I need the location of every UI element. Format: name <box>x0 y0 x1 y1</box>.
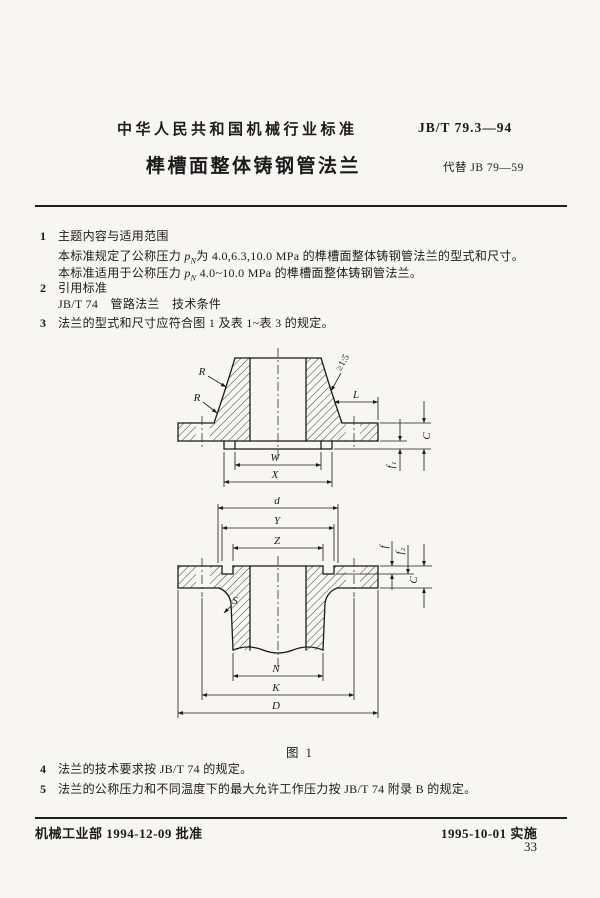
dim-label-W: W <box>270 452 280 464</box>
footer-rule <box>35 817 567 819</box>
section-1-heading: 1 主题内容与适用范围 <box>40 227 169 244</box>
section-3-text: 3 法兰的型式和尺寸应符合图 1 及表 1~表 3 的规定。 <box>40 314 334 331</box>
approval-note: 机械工业部 1994-12-09 批准 <box>35 826 203 841</box>
variable-p: p <box>184 249 191 263</box>
section-1-paragraph-2: 本标准适用于公称压力 pN 4.0~10.0 MPa 的榫槽面整体铸钢管法兰。 <box>58 264 422 282</box>
section-1-title: 主题内容与适用范围 <box>58 229 169 243</box>
figure-caption: 图 1 <box>286 746 314 760</box>
section-2-number: 2 <box>40 281 47 295</box>
page-number: 33 <box>524 839 537 854</box>
figure-1-drawing: R R ≥1:5 L f₁ C W <box>177 348 433 718</box>
variable-p-subscript: N <box>190 256 197 266</box>
paragraph-text: 法兰的公称压力和不同温度下的最大允许工作压力按 JB/T 74 附录 B 的规定… <box>58 782 477 796</box>
groove-flange-section <box>177 556 379 668</box>
variable-p-subscript: N <box>190 273 197 283</box>
section-2-reference: JB/T 74 管路法兰 技术条件 <box>58 297 222 311</box>
standard-code: JB/T 79.3—94 <box>418 120 513 135</box>
implementation-note: 1995-10-01 实施 <box>441 826 538 841</box>
dim-label-X: X <box>271 469 280 481</box>
section-5-text: 5 法兰的公称压力和不同温度下的最大允许工作压力按 JB/T 74 附录 B 的规… <box>40 780 476 797</box>
dim-label-N: N <box>271 663 280 675</box>
tongue-flange-section <box>177 348 379 459</box>
section-1-number: 1 <box>40 229 47 243</box>
dim-label-radius: R <box>193 392 201 404</box>
section-3-number: 3 <box>40 316 47 330</box>
standard-org-title: 中华人民共和国机械行业标准 <box>117 122 358 138</box>
dim-label-D: D <box>271 700 280 712</box>
dim-label-Y: Y <box>274 515 282 527</box>
groove-flange-dimensions: d Y Z f f₂ C S <box>177 495 432 718</box>
dim-label-C: C <box>421 432 433 440</box>
dim-label-K: K <box>271 682 280 694</box>
pressure-symbol: pN <box>184 266 197 283</box>
paragraph-text: 本标准规定了公称压力 <box>58 249 185 263</box>
document-title: 榫槽面整体铸钢管法兰 <box>146 156 362 177</box>
pressure-symbol: pN <box>184 249 197 266</box>
dim-label-f1: f₁ <box>385 461 397 468</box>
slope-note: ≥1:5 <box>335 353 352 373</box>
dim-label-L: L <box>352 389 359 401</box>
section-2-title: 引用标准 <box>58 281 108 295</box>
dim-label-Z: Z <box>274 535 281 547</box>
variable-p: p <box>184 266 191 280</box>
header-rule <box>35 205 567 207</box>
dim-label-f: f <box>378 544 390 549</box>
section-5-number: 5 <box>40 782 47 796</box>
dim-label-d: d <box>274 495 280 507</box>
dim-label-C: C <box>408 576 420 584</box>
dim-label-S: S <box>232 595 238 607</box>
paragraph-text: 本标准适用于公称压力 <box>58 266 185 280</box>
dim-label-f2: f₂ <box>394 547 406 554</box>
section-1-paragraph-1: 本标准规定了公称压力 pN为 4.0,6.3,10.0 MPa 的榫槽面整体铸钢… <box>58 247 524 265</box>
paragraph-text: 4.0~10.0 MPa 的榫槽面整体铸钢管法兰。 <box>196 266 423 280</box>
paragraph-text: 法兰的技术要求按 JB/T 74 的规定。 <box>58 762 253 776</box>
paragraph-text: 为 4.0,6.3,10.0 MPa 的榫槽面整体铸钢管法兰的型式和尺寸。 <box>196 249 525 263</box>
section-4-number: 4 <box>40 762 47 776</box>
replaces-note: 代替 JB 79—59 <box>443 162 524 174</box>
dim-label-radius: R <box>198 366 206 378</box>
paragraph-text: 法兰的型式和尺寸应符合图 1 及表 1~表 3 的规定。 <box>58 316 334 330</box>
section-4-text: 4 法兰的技术要求按 JB/T 74 的规定。 <box>40 760 252 777</box>
section-2-heading: 2 引用标准 <box>40 279 107 296</box>
